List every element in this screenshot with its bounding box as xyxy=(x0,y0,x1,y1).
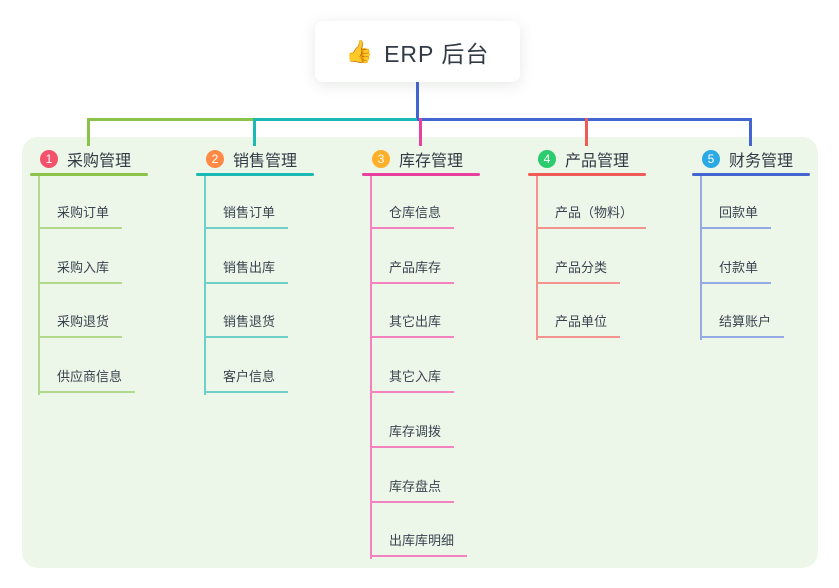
root-node-label: ERP 后台 xyxy=(384,40,490,67)
bus-segment-blue xyxy=(417,118,752,121)
child-node[interactable]: 出库库明细 xyxy=(370,530,468,557)
child-node[interactable]: 回款单 xyxy=(700,202,772,229)
child-node[interactable]: 产品单位 xyxy=(536,311,621,338)
child-node[interactable]: 销售出库 xyxy=(204,257,289,284)
branch-drop-line-2 xyxy=(253,118,256,146)
branch-label: 销售管理 xyxy=(233,153,298,170)
branch-label: 财务管理 xyxy=(729,153,794,170)
root-node[interactable]: 👍 ERP 后台 xyxy=(315,21,520,82)
branch-node-1[interactable]: 1 采购管理 xyxy=(40,144,131,174)
branch-tree-line xyxy=(204,176,206,395)
child-node[interactable]: 结算账户 xyxy=(700,311,785,338)
branch-underline xyxy=(528,173,646,176)
child-node[interactable]: 销售退货 xyxy=(204,311,289,338)
child-node[interactable]: 销售订单 xyxy=(204,202,289,229)
branch-number-badge-1: 1 xyxy=(40,150,58,168)
branch-tree-line xyxy=(536,176,538,340)
branch-number-badge-5: 5 xyxy=(702,150,720,168)
child-node[interactable]: 产品分类 xyxy=(536,257,621,284)
child-node[interactable]: 库存调拨 xyxy=(370,421,455,448)
branch-label: 采购管理 xyxy=(67,153,132,170)
child-node[interactable]: 其它入库 xyxy=(370,366,455,393)
branch-underline xyxy=(30,173,148,176)
child-node[interactable]: 供应商信息 xyxy=(38,366,136,393)
branch-tree-line xyxy=(370,176,372,559)
child-node[interactable]: 采购入库 xyxy=(38,257,123,284)
branches-panel xyxy=(22,137,818,568)
branch-node-2[interactable]: 2 销售管理 xyxy=(206,144,297,174)
branch-tree-line xyxy=(700,176,702,340)
child-node[interactable]: 采购退货 xyxy=(38,311,123,338)
child-node[interactable]: 采购订单 xyxy=(38,202,123,229)
child-node[interactable]: 库存盘点 xyxy=(370,476,455,503)
branch-number-badge-3: 3 xyxy=(372,150,390,168)
branch-underline xyxy=(362,173,480,176)
branch-node-5[interactable]: 5 财务管理 xyxy=(702,144,793,174)
bus-segment-green xyxy=(87,118,254,121)
child-node[interactable]: 产品（物料） xyxy=(536,202,647,229)
branch-number-badge-4: 4 xyxy=(538,150,556,168)
branch-drop-line-3 xyxy=(419,118,422,146)
branch-node-3[interactable]: 3 库存管理 xyxy=(372,144,463,174)
branch-label: 库存管理 xyxy=(399,153,464,170)
child-node[interactable]: 产品库存 xyxy=(370,257,455,284)
bus-segment-teal xyxy=(253,118,420,121)
branch-label: 产品管理 xyxy=(565,153,630,170)
child-node[interactable]: 其它出库 xyxy=(370,311,455,338)
root-connector-line xyxy=(416,82,419,121)
branch-number-badge-2: 2 xyxy=(206,150,224,168)
child-node[interactable]: 客户信息 xyxy=(204,366,289,393)
branch-tree-line xyxy=(38,176,40,395)
branch-underline xyxy=(196,173,314,176)
branch-drop-line-1 xyxy=(87,118,90,146)
thumbs-up-icon: 👍 xyxy=(345,38,375,64)
branch-drop-line-5 xyxy=(749,118,752,146)
branch-drop-line-4 xyxy=(585,118,588,146)
branch-underline xyxy=(692,173,810,176)
child-node[interactable]: 付款单 xyxy=(700,257,772,284)
child-node[interactable]: 仓库信息 xyxy=(370,202,455,229)
branch-node-4[interactable]: 4 产品管理 xyxy=(538,144,629,174)
